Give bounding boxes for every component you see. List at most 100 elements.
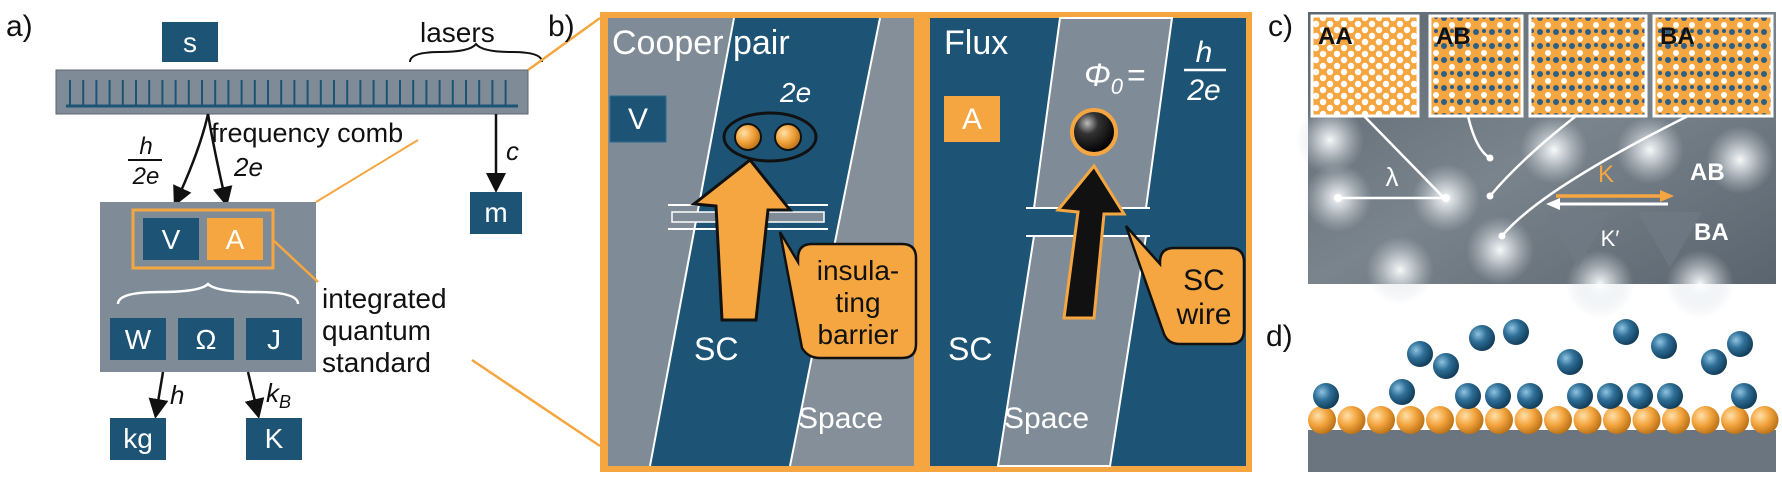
box-m: [470, 192, 522, 234]
box-A-b-label: A: [962, 103, 982, 136]
box-V-b-label: V: [628, 103, 648, 136]
box-A: [207, 218, 263, 260]
box-V: [143, 218, 199, 260]
leader-AA: [1363, 115, 1447, 201]
wire-line2: wire: [1175, 298, 1231, 331]
substrate-atom: [1396, 406, 1425, 434]
adsorbate-atom: [1517, 383, 1543, 409]
panel-b-label: b): [548, 10, 575, 43]
label-kB-k: k: [266, 378, 281, 408]
inset-AA: [1310, 14, 1420, 118]
box-J-label: J: [267, 324, 281, 355]
box-A-label: A: [226, 224, 245, 255]
adsorbate-atom: [1567, 383, 1593, 409]
inset-BA-label: BA: [1660, 23, 1695, 50]
moire-glow-spot: [1296, 106, 1364, 174]
VA-highlight: [131, 208, 275, 270]
leader-to-integrated: [272, 239, 319, 283]
phi0-label: Φ0=: [1084, 57, 1146, 99]
phi0-sub: 0: [1111, 74, 1124, 99]
comb-teeth: [69, 80, 507, 106]
substrate-atoms: [1308, 406, 1779, 434]
substrate-atom: [1367, 406, 1395, 434]
frac-2e: 2e: [132, 163, 160, 190]
label-kB: kB: [266, 378, 291, 412]
flux-frac-h: h: [1196, 36, 1213, 69]
adsorbate-atom: [1469, 325, 1495, 351]
box-K: [246, 418, 302, 460]
label-kB-sub: B: [279, 392, 291, 412]
box-V-b: [609, 95, 667, 143]
K-arrowhead: [1660, 190, 1674, 202]
barrier-line1: insula-: [817, 255, 899, 286]
left-edge-line: [649, 17, 735, 467]
box-s: [162, 22, 218, 62]
arrow-to-A: [206, 113, 233, 207]
panel-a: a) s lasers frequency comb h 2e 2e c m V…: [6, 10, 601, 460]
wire-line1: SC: [1183, 264, 1225, 297]
flux-frac-2e: 2e: [1186, 74, 1220, 107]
space-left-label: Space: [798, 402, 883, 435]
integrated-line2: quantum: [322, 315, 431, 346]
substrate-atom: [1603, 406, 1631, 434]
box-K-label: K: [265, 423, 284, 454]
inset-middle: [1528, 14, 1648, 118]
panel-c-label: c): [1268, 10, 1293, 43]
substrate-atom: [1573, 406, 1602, 434]
moire-glow-spot: [1616, 116, 1684, 184]
space-right-label: Space: [1004, 402, 1089, 435]
K-label: K: [1598, 161, 1614, 188]
substrate-atom: [1337, 406, 1366, 434]
electron-1: [734, 123, 762, 151]
panel-a-label: a): [6, 10, 33, 43]
adsorbate-atom: [1613, 319, 1639, 345]
electron-2: [774, 123, 802, 151]
label-h: h: [170, 380, 184, 410]
adsorbate-atom: [1313, 383, 1339, 409]
box-J: [246, 318, 302, 360]
cooper-arrow: [690, 157, 794, 322]
triangle-domain-1: [1546, 212, 1610, 268]
moire-glow-spot: [1366, 236, 1434, 304]
frac-h: h: [139, 133, 152, 160]
arrow-to-kg: [148, 371, 169, 419]
panel-b: b) Cooper pair 2e V SC insula- ting barr…: [548, 10, 1252, 472]
lasers-brace: [409, 42, 543, 63]
connector-standard-to-b: [471, 358, 601, 448]
moire-glow-spot: [1566, 250, 1634, 318]
adsorbate-atom: [1597, 383, 1623, 409]
adsorbate-atom: [1389, 379, 1415, 405]
moire-glow-spot: [1466, 216, 1534, 284]
leader-dot-2: [1486, 192, 1494, 200]
adsorbate-atom: [1651, 333, 1677, 359]
leader-middle: [1489, 115, 1577, 197]
adsorbate-atom: [1557, 349, 1583, 375]
flux-arrow: [1055, 163, 1127, 320]
box-kg: [110, 418, 166, 460]
inset-AA-label: AA: [1318, 23, 1353, 50]
box-s-label: s: [183, 27, 197, 58]
box-Omega: [178, 318, 234, 360]
adsorbate-atom: [1727, 331, 1753, 357]
phi0-symbol: Φ: [1084, 57, 1111, 93]
moire-glow-spot: [1706, 126, 1774, 194]
lambda-dot-right: [1442, 194, 1450, 202]
flux-label: Flux: [944, 24, 1008, 62]
substrate: [1308, 430, 1776, 472]
adsorbate-atoms: [1313, 319, 1757, 409]
substrate-atom: [1426, 406, 1454, 434]
moire-glow-spot: [1666, 250, 1734, 318]
adsorbate-atom: [1433, 353, 1459, 379]
lasers-label: lasers: [420, 17, 495, 48]
cooper-pair-label: Cooper pair: [612, 24, 790, 62]
frequency-comb-label: frequency comb: [211, 118, 403, 148]
substrate-atom: [1632, 406, 1661, 434]
standard-brace: [116, 282, 300, 305]
wire-callout: [1124, 225, 1246, 346]
barrier-line3: barrier: [818, 319, 899, 350]
leader-BA: [1501, 114, 1689, 237]
substrate-atom: [1721, 406, 1749, 434]
adsorbate-atom: [1701, 349, 1727, 375]
